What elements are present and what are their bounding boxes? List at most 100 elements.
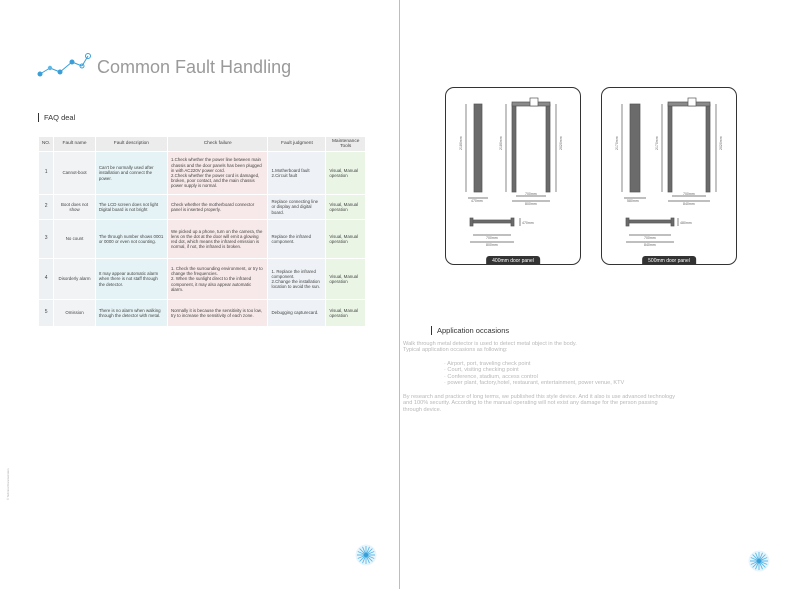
molecule-logo-icon (37, 53, 91, 77)
row-maintenance-tools: Visual, Manual operation (326, 300, 365, 326)
judgment-line: 2.Circuit fault (271, 173, 298, 178)
application-paragraph: Walk through metal detector is used to d… (403, 341, 577, 354)
row-fault-judgment: Debugging capturecard. (268, 300, 326, 326)
check-line: 2.Check whether the power cord is damage… (170, 173, 260, 189)
judgment-line: Debugging capturecard. (271, 310, 319, 316)
table-row: 2 Boot does not show The LCD screen does… (39, 195, 365, 219)
check-line: 1. Check the surrounding environment, or… (170, 265, 263, 277)
row-check-failure: 1. Check the surrounding environment, or… (167, 259, 268, 299)
dim-label: 470mm (522, 221, 534, 225)
table-header-row: NO. Fault name Fault description Check f… (39, 137, 365, 151)
paragraph-line: Typical application occasions as followi… (403, 347, 508, 354)
dim-label: 700mm (525, 192, 537, 196)
row-no: 3 (39, 220, 54, 258)
header-fault-judgment: Fault judgment (268, 137, 326, 151)
row-maintenance-tools: Visual, Manual operation (326, 152, 365, 194)
row-fault-description: It may appear automatic alarm when there… (95, 259, 167, 299)
judgment-line: 2.Change the installation location to av… (271, 279, 321, 290)
row-fault-name: Disorderly alarm (54, 259, 95, 299)
row-fault-judgment: Replace connecting line or display and d… (268, 195, 326, 219)
starburst-badge-icon (355, 544, 377, 566)
dim-label: 2170mm (615, 136, 619, 150)
check-line: Check whether the motherboard connector … (170, 201, 255, 212)
row-fault-judgment: Replace the infrared component. (268, 220, 326, 258)
list-item: · Court, visiting checking point (444, 367, 519, 374)
dim-label: 800mm (525, 202, 537, 206)
dim-label: 800mm (486, 243, 498, 247)
dim-label: 700mm (683, 192, 695, 196)
row-fault-judgment: 1. Replace the infrared component. 2.Cha… (268, 259, 326, 299)
door-panel-drawing: 2170mm 2170mm 2020mm 700mm 840mm 580mm 4… (615, 97, 723, 247)
row-maintenance-tools: Visual, Manual operation (326, 195, 365, 219)
row-maintenance-tools: Visual, Manual operation (326, 220, 365, 258)
table-row: 3 No count The through number shows 0001… (39, 220, 365, 258)
header-maintenance-tools: Maintenance Tools (326, 137, 365, 151)
diagram-label: 500mm door panel (642, 256, 696, 265)
application-section-heading: Application occasions (431, 326, 509, 335)
row-fault-description: The through number shows 0001 or 0000 or… (95, 220, 167, 258)
dim-label: 580mm (627, 199, 639, 203)
check-line: 2. When the sunlight direct to the infra… (170, 276, 252, 292)
list-item: · Conference, stadium, access control (444, 373, 538, 380)
dim-label: 700mm (486, 236, 498, 240)
diagram-label: 400mm door panel (486, 256, 540, 265)
row-fault-description: There is no alarm when walking through t… (95, 300, 167, 326)
row-check-failure: Check whether the motherboard connector … (167, 195, 268, 219)
dim-label: 470mm (471, 199, 483, 203)
check-line: 1.Check whether the power line between m… (170, 157, 262, 173)
page-title: Common Fault Handling (97, 57, 292, 77)
row-no: 5 (39, 300, 54, 326)
row-fault-judgment: 1.Motherboard fault 2.Circuit fault (268, 152, 326, 194)
row-maintenance-tools: Visual, Manual operation (326, 259, 365, 299)
header-no: NO. (39, 137, 54, 151)
dim-label: 840mm (683, 202, 695, 206)
row-no: 4 (39, 259, 54, 299)
row-fault-name: Omission (54, 300, 95, 326)
row-fault-description: The LCD screen does not light Digital bo… (95, 195, 167, 219)
table-row: 1 Cannot-boot Can't be normally used aft… (39, 152, 365, 194)
dim-label: 2020mm (719, 136, 723, 150)
dim-label: 2180mm (499, 136, 503, 150)
book-spine (399, 0, 400, 589)
row-fault-name: Boot does not show (54, 195, 95, 219)
row-no: 2 (39, 195, 54, 219)
table-row: 4 Disorderly alarm It may appear automat… (39, 259, 365, 299)
diagram-card-400mm: 2180mm 2180mm 2020mm 700mm 800mm 470mm 4… (445, 87, 581, 265)
row-fault-description: Can't be normally used after installatio… (95, 152, 167, 194)
dim-label: 2020mm (559, 136, 563, 150)
faq-section-heading: FAQ deal (38, 113, 75, 122)
left-page: Common Fault Handling FAQ deal NO. Fault… (7, 53, 377, 566)
judgment-line: 1. Replace the infrared component. (271, 268, 316, 279)
door-panel-drawing: 2180mm 2180mm 2020mm 700mm 800mm 470mm 4… (459, 97, 563, 247)
paragraph-line: through device. (403, 406, 442, 413)
dim-label: 2170mm (655, 136, 659, 150)
application-bullet-list: · Airport, port, traveling check point ·… (444, 361, 624, 387)
table-row: 5 Omission There is no alarm when walkin… (39, 300, 365, 326)
paragraph-line: and 100% security. According to the manu… (403, 400, 658, 407)
fault-table: NO. Fault name Fault description Check f… (38, 136, 366, 327)
row-no: 1 (39, 152, 54, 194)
check-line: We picked up a phone, turn on the camera… (170, 228, 263, 250)
diagram-card-500mm: 2170mm 2170mm 2020mm 700mm 840mm 580mm 4… (601, 87, 737, 265)
list-item: · Airport, port, traveling check point (444, 361, 531, 367)
judgment-line: Replace the infrared component. (271, 233, 312, 244)
header-fault-name: Fault name (54, 137, 95, 151)
side-note: © Technical Documentation (7, 468, 10, 500)
judgment-line: Replace connecting line or display and d… (271, 199, 319, 215)
dim-label: 2180mm (459, 136, 463, 150)
paragraph-line: Walk through metal detector is used to d… (403, 341, 577, 347)
paragraph-line: By research and practice of long terms, … (403, 394, 676, 400)
header-fault-description: Fault description (95, 137, 167, 151)
row-fault-name: No count (54, 220, 95, 258)
dim-label: 700mm (644, 236, 656, 240)
header-check-failure: Check failure (167, 137, 268, 151)
starburst-badge-icon (748, 550, 770, 572)
row-fault-name: Cannot-boot (54, 152, 95, 194)
research-paragraph: By research and practice of long terms, … (403, 394, 675, 413)
dim-label: 840mm (644, 243, 656, 247)
row-check-failure: We picked up a phone, turn on the camera… (167, 220, 268, 258)
dim-label: 480mm (680, 221, 692, 225)
row-check-failure: Normally it is because the sensitivity i… (167, 300, 268, 326)
row-check-failure: 1.Check whether the power line between m… (167, 152, 268, 194)
judgment-line: 1.Motherboard fault (271, 167, 310, 173)
